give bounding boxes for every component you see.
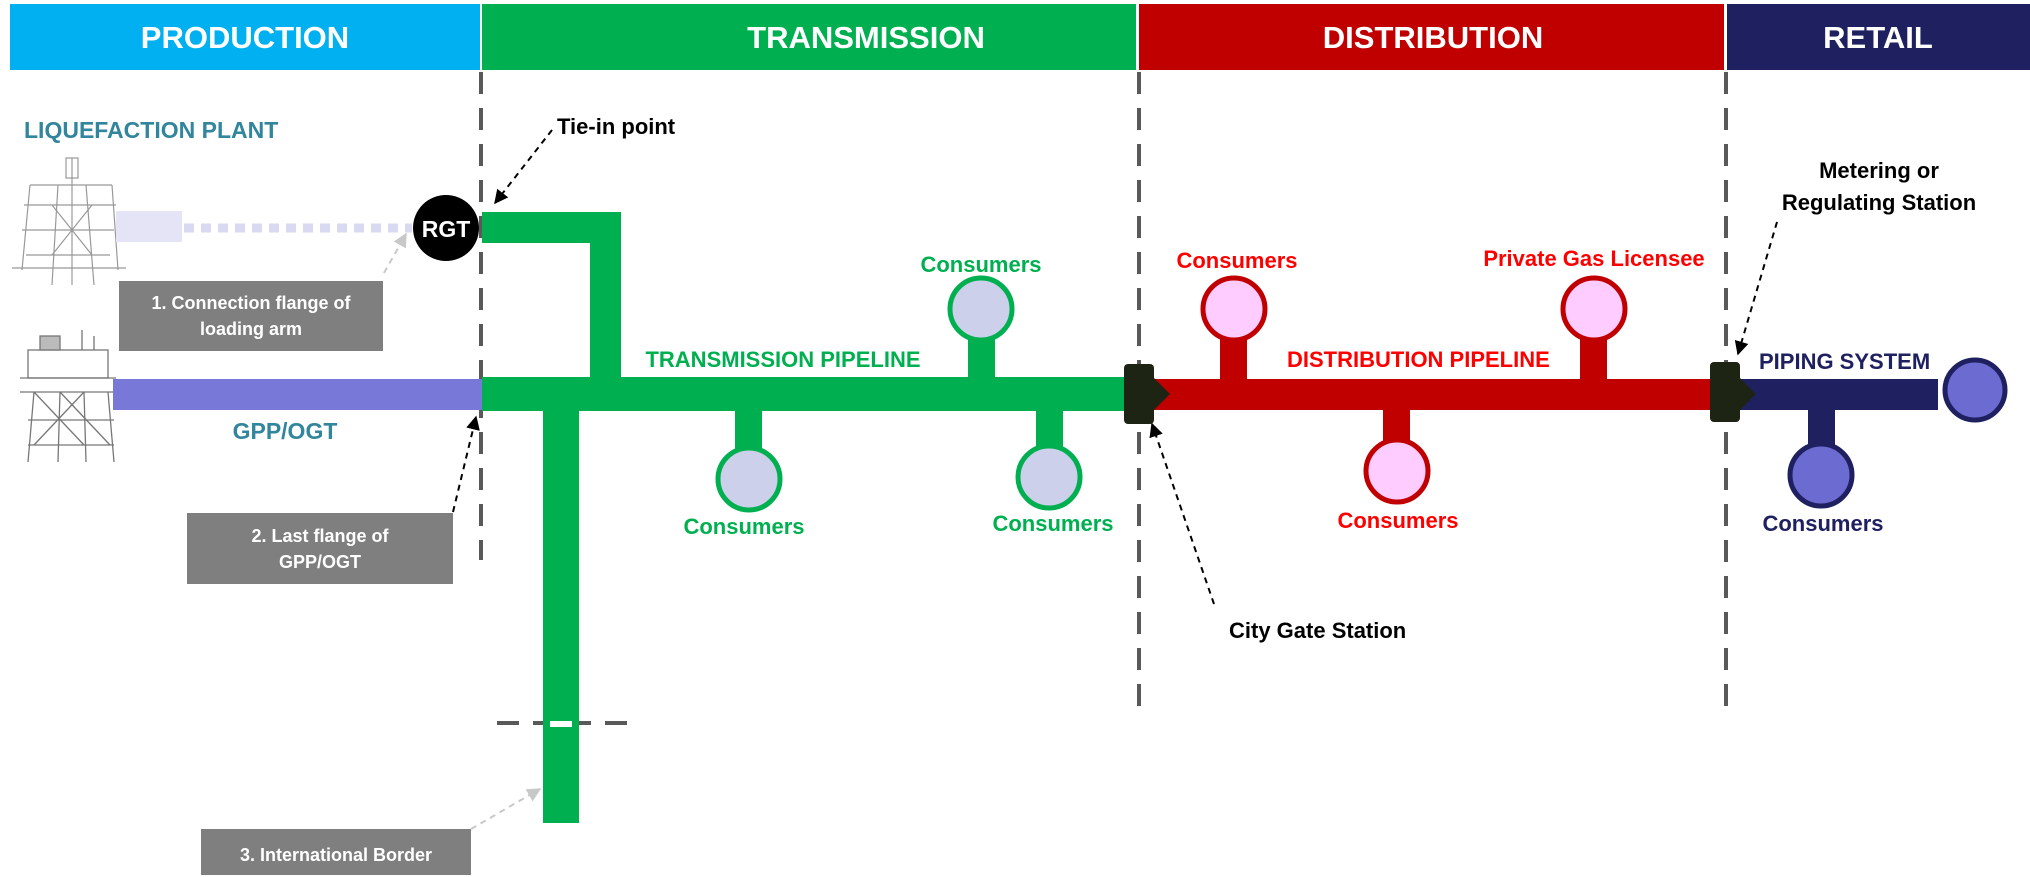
international-border-arrow: [470, 788, 542, 830]
distribution-pipeline: [1140, 379, 1726, 410]
last-flange-line-2: GPP/OGT: [279, 552, 361, 572]
loading-arm-connector: [116, 211, 182, 242]
retail-consumer-label: Consumers: [1762, 511, 1883, 536]
distribution-pipeline-label: DISTRIBUTION PIPELINE: [1287, 347, 1550, 372]
connection-flange-line-1: 1. Connection flange of: [151, 293, 351, 313]
rgt-label: RGT: [422, 216, 471, 242]
callout-last-flange: 2. Last flange of GPP/OGT: [187, 513, 453, 584]
connection-flange-line-2: loading arm: [200, 319, 302, 339]
metering-station-valve: [1710, 362, 1756, 422]
metering-station-line-2: Regulating Station: [1782, 190, 1976, 215]
retail-piping: [1726, 379, 1938, 410]
gpp-ogt-pipe: [113, 379, 482, 410]
distribution-consumer-bottom: Consumers: [1337, 409, 1459, 533]
retail-header-label: RETAIL: [1823, 20, 1933, 55]
private-gas-licensee-label: Private Gas Licensee: [1483, 246, 1704, 271]
offshore-platform-icon: [20, 330, 116, 463]
piping-system-label: PIPING SYSTEM: [1759, 349, 1930, 374]
transmission-pipeline-label: TRANSMISSION PIPELINE: [645, 347, 920, 372]
callout-connection-flange: 1. Connection flange of loading arm: [119, 281, 383, 351]
city-gate-station-label: City Gate Station: [1229, 618, 1406, 643]
transmission-header-label: TRANSMISSION: [747, 20, 985, 55]
callout-international-border: 3. International Border: [201, 829, 471, 875]
last-flange-line-1: 2. Last flange of: [251, 526, 389, 546]
liquefaction-plant-label: LIQUEFACTION PLANT: [24, 117, 278, 143]
rgt-node: RGT: [413, 195, 479, 261]
segment-header-production: PRODUCTION: [10, 4, 480, 70]
tie-in-point-arrow: [494, 129, 553, 205]
distribution-consumer-bottom-label: Consumers: [1337, 508, 1458, 533]
piping-system-end-node: [1942, 357, 2008, 423]
production-header-label: PRODUCTION: [141, 20, 349, 55]
segment-header-retail: RETAIL: [1727, 4, 2030, 70]
transmission-pipeline: [482, 212, 1140, 823]
distribution-consumer-top: Consumers: [1176, 248, 1298, 380]
metering-station-arrow: [1734, 221, 1778, 356]
connection-flange-arrow: [383, 232, 407, 274]
segment-header-transmission: TRANSMISSION: [482, 4, 1136, 70]
distribution-consumer-top-label: Consumers: [1176, 248, 1297, 273]
liquefaction-plant-tower-icon: [12, 157, 126, 286]
retail-consumer: Consumers: [1762, 409, 1884, 536]
transmission-consumer-bottom-left-label: Consumers: [683, 514, 804, 539]
border-crossing-gap: [550, 721, 572, 727]
transmission-consumer-top: Consumers: [920, 252, 1042, 380]
transmission-consumer-bottom-left: Consumers: [683, 409, 805, 539]
international-border-label: 3. International Border: [240, 845, 432, 865]
city-gate-station-valve: [1124, 364, 1170, 424]
gpp-ogt-label: GPP/OGT: [233, 418, 338, 444]
transmission-consumer-top-label: Consumers: [920, 252, 1041, 277]
distribution-header-label: DISTRIBUTION: [1323, 20, 1543, 55]
city-gate-station-arrow: [1149, 422, 1215, 605]
segment-header-distribution: DISTRIBUTION: [1139, 4, 1724, 70]
tie-in-point-label: Tie-in point: [557, 114, 676, 139]
private-gas-licensee-node: Private Gas Licensee: [1483, 246, 1705, 380]
transmission-consumer-bottom-right-label: Consumers: [992, 511, 1113, 536]
metering-station-line-1: Metering or: [1819, 158, 1939, 183]
last-flange-arrow: [452, 415, 480, 513]
transmission-consumer-bottom-right: Consumers: [992, 409, 1114, 536]
